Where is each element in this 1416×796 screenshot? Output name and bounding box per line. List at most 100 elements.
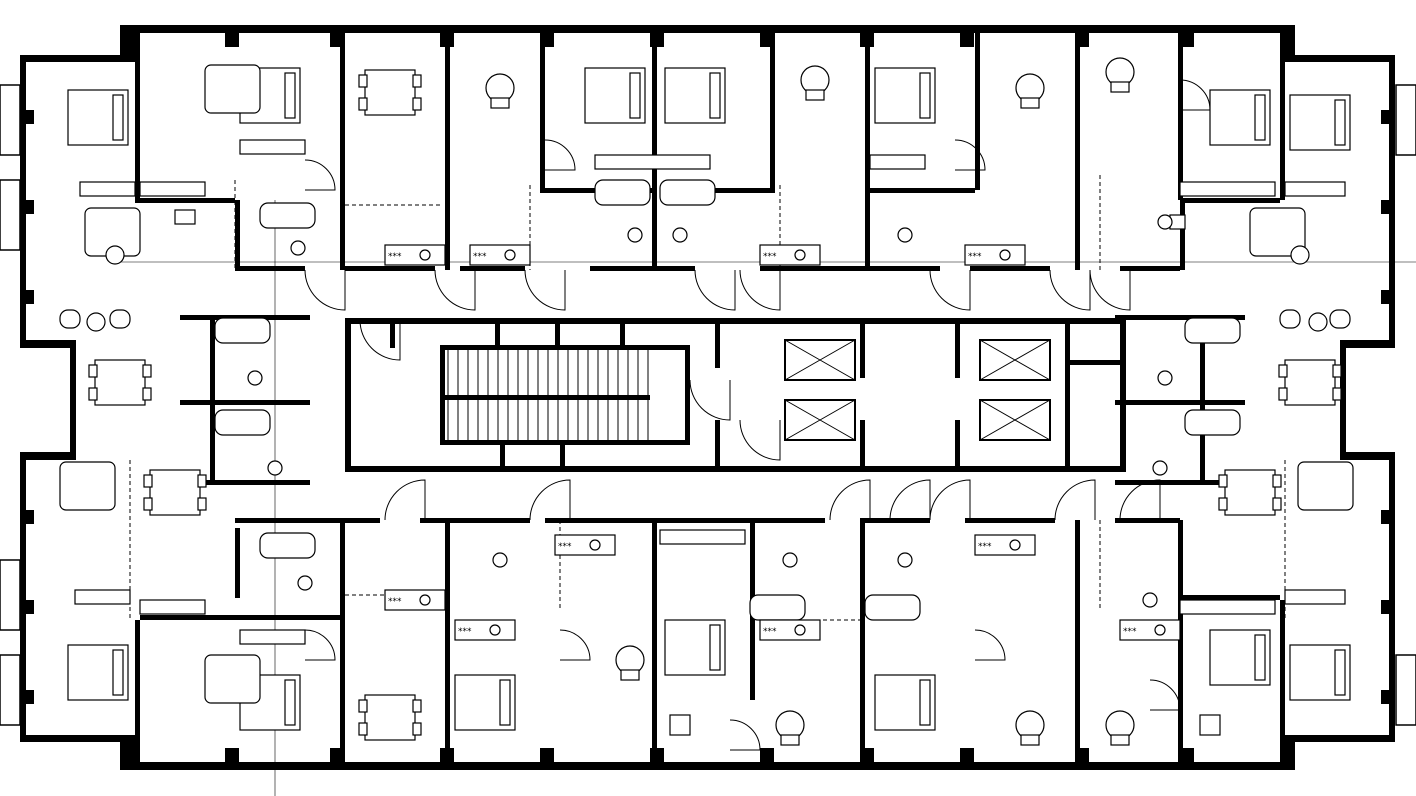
stove-marks: *** bbox=[968, 252, 982, 262]
wall bbox=[1180, 25, 1194, 47]
kitchen-counter bbox=[759, 244, 821, 266]
core-wall bbox=[345, 318, 351, 472]
door-swing bbox=[694, 269, 736, 311]
wall bbox=[120, 735, 135, 770]
wall bbox=[760, 266, 940, 271]
dining-table bbox=[149, 469, 201, 516]
stove-marks: *** bbox=[558, 542, 572, 552]
core-wall bbox=[685, 345, 690, 445]
armchair bbox=[1279, 309, 1301, 329]
wall bbox=[1115, 480, 1245, 485]
door-swing bbox=[929, 479, 971, 521]
wall bbox=[120, 25, 135, 60]
wall bbox=[970, 266, 1050, 271]
wall bbox=[135, 198, 235, 203]
stove-marks: *** bbox=[458, 627, 472, 637]
wall bbox=[960, 25, 974, 47]
bed-pillow bbox=[919, 72, 931, 119]
wall bbox=[1340, 452, 1395, 460]
chair bbox=[1110, 81, 1130, 93]
kitchen-counter bbox=[469, 244, 531, 266]
plant bbox=[1290, 245, 1310, 265]
chair bbox=[358, 699, 368, 713]
chair bbox=[88, 364, 98, 378]
wall bbox=[180, 480, 310, 485]
wall bbox=[235, 266, 305, 271]
window bbox=[0, 559, 21, 631]
wall bbox=[590, 266, 695, 271]
window bbox=[1395, 84, 1416, 156]
core-wall bbox=[500, 445, 505, 470]
door-swing bbox=[1119, 479, 1161, 521]
window bbox=[0, 179, 21, 251]
wardrobe bbox=[1284, 589, 1346, 605]
wall bbox=[225, 25, 239, 47]
bed-pillow bbox=[112, 94, 124, 141]
chair bbox=[780, 734, 800, 746]
toilet bbox=[897, 552, 913, 568]
core-wall bbox=[390, 318, 395, 348]
door-swing bbox=[559, 629, 591, 661]
toilet bbox=[627, 227, 643, 243]
wall bbox=[20, 200, 34, 214]
stove-marks: *** bbox=[473, 252, 487, 262]
wardrobe bbox=[659, 529, 746, 545]
wardrobe bbox=[74, 589, 131, 605]
toilet bbox=[1157, 214, 1173, 230]
door-swing bbox=[1049, 269, 1091, 311]
core-wall bbox=[860, 318, 865, 378]
wall bbox=[1115, 518, 1180, 523]
core-wall bbox=[860, 420, 865, 472]
core-wall bbox=[440, 345, 690, 350]
chair bbox=[358, 74, 368, 88]
wall bbox=[20, 290, 34, 304]
core-wall bbox=[345, 466, 1125, 472]
stove-burner bbox=[794, 624, 806, 636]
bathtub bbox=[1184, 409, 1241, 436]
door-swing bbox=[889, 479, 931, 521]
toilet bbox=[1152, 460, 1168, 476]
wardrobe bbox=[1179, 599, 1276, 615]
bed-pillow bbox=[709, 72, 721, 119]
chair bbox=[805, 89, 825, 101]
bathtub bbox=[214, 317, 271, 344]
toilet bbox=[247, 370, 263, 386]
wall bbox=[235, 200, 240, 270]
wall bbox=[20, 55, 135, 62]
wall bbox=[20, 690, 34, 704]
door-swing bbox=[954, 139, 986, 171]
wall bbox=[340, 520, 345, 762]
wall bbox=[660, 188, 775, 193]
core-wall bbox=[555, 318, 560, 348]
wall bbox=[865, 33, 870, 270]
wall bbox=[760, 748, 774, 770]
elevator-cross bbox=[784, 399, 856, 441]
wall bbox=[1381, 600, 1395, 614]
wardrobe bbox=[79, 181, 136, 197]
bed-pillow bbox=[284, 72, 296, 119]
core-wall bbox=[715, 420, 720, 472]
bathtub bbox=[259, 532, 316, 559]
door-swing bbox=[1179, 79, 1211, 111]
sofa bbox=[204, 64, 261, 114]
bed-pillow bbox=[1254, 634, 1266, 681]
wall bbox=[1180, 200, 1185, 270]
wall bbox=[1340, 340, 1395, 348]
core-wall bbox=[1065, 360, 1120, 365]
wall bbox=[420, 518, 530, 523]
wall bbox=[120, 25, 1295, 33]
door-swing bbox=[739, 419, 781, 461]
plant bbox=[1308, 312, 1328, 332]
wall bbox=[540, 33, 545, 190]
toilet bbox=[297, 575, 313, 591]
elevator-cross bbox=[979, 339, 1051, 381]
wall bbox=[1280, 55, 1285, 200]
bed-pillow bbox=[1334, 649, 1346, 696]
stove-marks: *** bbox=[978, 542, 992, 552]
sofa bbox=[59, 461, 116, 511]
wall bbox=[1381, 690, 1395, 704]
bed-pillow bbox=[629, 72, 641, 119]
sofa bbox=[204, 654, 261, 704]
door-swing bbox=[359, 319, 401, 361]
window bbox=[0, 654, 21, 726]
